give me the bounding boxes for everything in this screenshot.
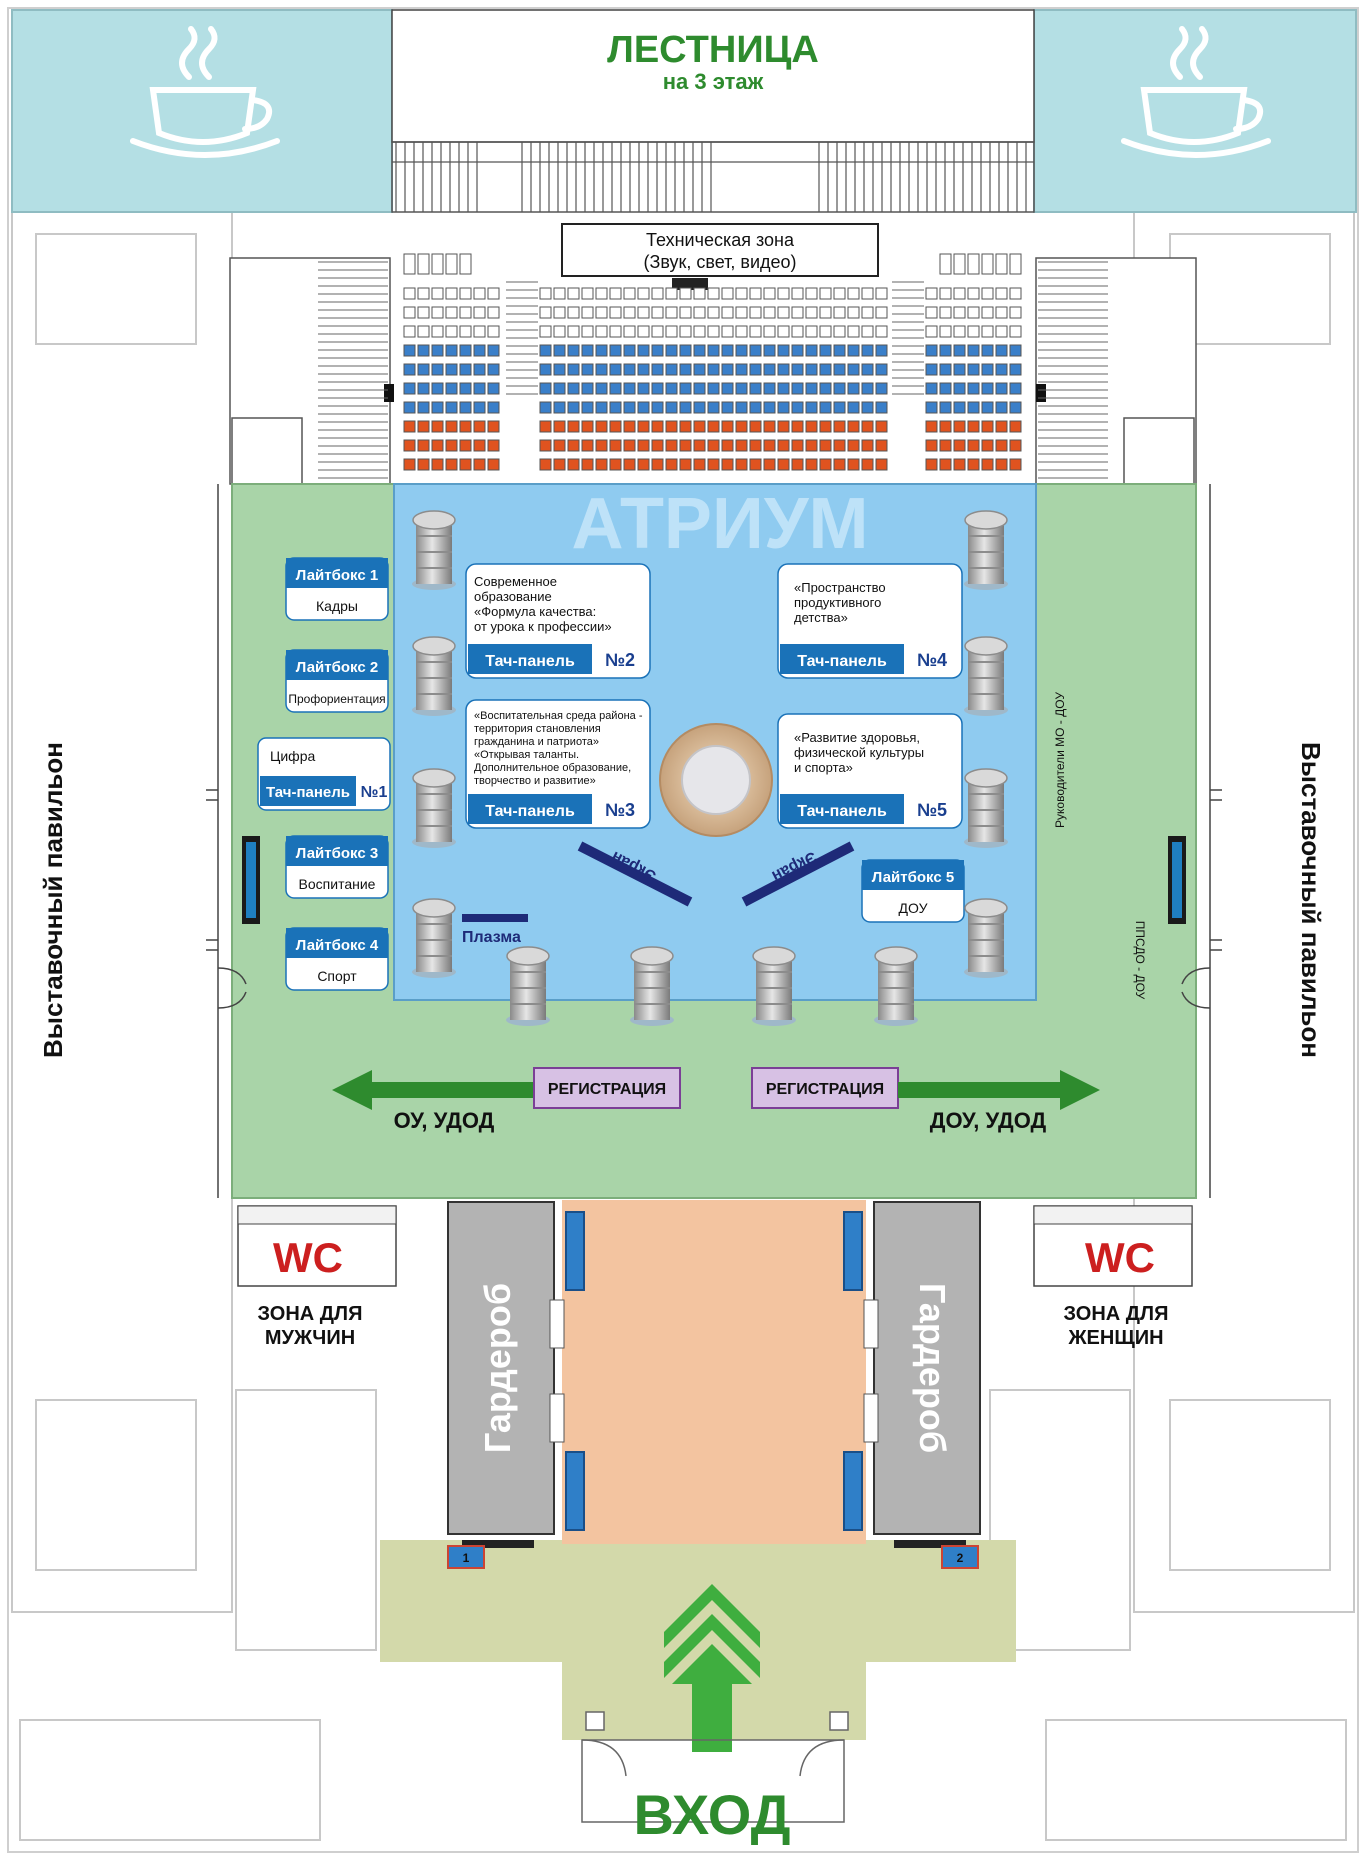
central-podium (659, 723, 773, 837)
coffee-cup-icon (130, 26, 280, 158)
svg-text:Лайтбокс 5: Лайтбокс 5 (872, 869, 954, 886)
svg-text:Лайтбокс 4: Лайтбокс 4 (296, 937, 379, 954)
svg-text:«Пространство: «Пространство (794, 580, 886, 595)
svg-text:Гардероб: Гардероб (477, 1283, 518, 1453)
svg-text:творчество и развитие»: творчество и развитие» (474, 775, 596, 787)
svg-text:ОУ, УДОД: ОУ, УДОД (394, 1108, 495, 1133)
svg-text:Кадры: Кадры (316, 598, 358, 614)
cafe-zone-left (11, 9, 393, 213)
side-note-lower: ППСДО - ДОУ (1133, 921, 1147, 1000)
wardrobe-right: Гардероб (873, 1201, 981, 1548)
wardrobe-left: Гардероб (447, 1201, 555, 1548)
svg-text:Тач-панель: Тач-панель (485, 653, 575, 670)
svg-text:Лайтбокс 2: Лайтбокс 2 (296, 659, 378, 676)
side-stairs (318, 261, 1108, 479)
svg-text:детства»: детства» (794, 610, 848, 625)
svg-text:2: 2 (957, 1551, 964, 1565)
svg-text:WC: WC (273, 1234, 343, 1281)
svg-text:гражданина и патриота»: гражданина и патриота» (474, 736, 599, 748)
svg-text:«Формула качества:: «Формула качества: (474, 604, 596, 619)
svg-text:Лайтбокс 3: Лайтбокс 3 (296, 845, 378, 862)
svg-text:№1: №1 (361, 784, 388, 801)
svg-text:Тач-панель: Тач-панель (797, 653, 887, 670)
svg-text:ЖЕНЩИН: ЖЕНЩИН (1067, 1327, 1163, 1349)
svg-text:Тач-панель: Тач-панель (485, 803, 575, 820)
touch-panel-3: «Воспитательная среда района - территори… (465, 699, 651, 829)
svg-text:«Воспитательная среда района -: «Воспитательная среда района - (474, 710, 643, 722)
svg-text:образование: образование (474, 589, 552, 604)
lobby-benches (549, 1211, 879, 1531)
svg-text:ЗОНА ДЛЯ: ЗОНА ДЛЯ (1064, 1303, 1169, 1325)
tech-zone-line2: (Звук, свет, видео) (643, 252, 796, 272)
lightbox-2: Лайтбокс 2 Профориентация (285, 649, 389, 713)
up-chevron-arrow-icon (664, 1584, 760, 1752)
staircase-subtitle: на 3 этаж (663, 69, 764, 94)
svg-text:МУЖЧИН: МУЖЧИН (265, 1327, 355, 1349)
touch-panel-2: Современное образование «Формула качеств… (465, 563, 651, 679)
side-note-upper: Руководители МО - ДОУ (1053, 692, 1067, 828)
svg-text:РЕГИСТРАЦИЯ: РЕГИСТРАЦИЯ (766, 1081, 884, 1098)
lightbox-1: Лайтбокс 1 Кадры (285, 557, 389, 621)
turnstile-2: 2 (941, 1545, 979, 1569)
svg-text:№2: №2 (605, 650, 635, 670)
svg-text:Тач-панель: Тач-панель (797, 803, 887, 820)
svg-text:«Открывая таланты.: «Открывая таланты. (474, 749, 579, 761)
svg-text:Лайтбокс 1: Лайтбокс 1 (296, 567, 378, 584)
svg-text:Современное: Современное (474, 574, 557, 589)
svg-text:Тач-панель: Тач-панель (266, 784, 350, 801)
lobby-zone (562, 1200, 866, 1544)
tech-zone-box (561, 223, 879, 277)
svg-text:Воспитание: Воспитание (299, 876, 376, 892)
svg-text:ДОУ, УДОД: ДОУ, УДОД (930, 1108, 1047, 1133)
svg-text:Профориентация: Профориентация (288, 692, 385, 706)
side-doors (206, 484, 1222, 1198)
svg-text:территория становления: территория становления (474, 723, 601, 735)
plasma-panel: Плазма (462, 914, 528, 946)
svg-text:Плазма: Плазма (462, 929, 521, 946)
wc-right: WC ЗОНА ДЛЯ ЖЕНЩИН (1033, 1205, 1193, 1349)
lightbox-5: Лайтбокс 5 ДОУ (861, 859, 965, 923)
lightbox-3: Лайтбокс 3 Воспитание (285, 835, 389, 899)
atrium-label: АТРИУМ (572, 484, 869, 564)
wc-left: WC ЗОНА ДЛЯ МУЖЧИН (237, 1205, 397, 1349)
svg-text:№4: №4 (917, 650, 947, 670)
svg-text:продуктивного: продуктивного (794, 595, 881, 610)
svg-text:физической культуры: физической культуры (794, 745, 924, 760)
lightbox-4: Лайтбокс 4 Спорт (285, 927, 389, 991)
stair-steps (392, 142, 1034, 212)
svg-text:№5: №5 (917, 800, 947, 820)
cafe-zone-right (1033, 9, 1357, 213)
svg-text:Цифра: Цифра (270, 748, 315, 764)
registration-right: РЕГИСТРАЦИЯ ДОУ, УДОД (751, 1067, 1100, 1133)
touch-panel-1: Цифра Тач-панель №1 (257, 737, 391, 811)
svg-text:Спорт: Спорт (317, 968, 357, 984)
pavilion-label-right: Выставочный павильон (1296, 742, 1326, 1058)
entrance-label: ВХОД (634, 1783, 791, 1846)
entrance-doors (581, 1711, 849, 1823)
svg-text:Гардероб: Гардероб (912, 1283, 953, 1453)
touch-panel-4: «Пространство продуктивного детства» Тач… (777, 563, 963, 679)
svg-text:«Развитие здоровья,: «Развитие здоровья, (794, 730, 920, 745)
svg-text:№3: №3 (605, 800, 635, 820)
svg-text:ЗОНА ДЛЯ: ЗОНА ДЛЯ (258, 1303, 363, 1325)
pavilion-label-left: Выставочный павильон (38, 742, 68, 1058)
svg-text:от урока к профессии»: от урока к профессии» (474, 619, 612, 634)
coffee-cup-icon (1121, 26, 1271, 158)
svg-text:WC: WC (1085, 1234, 1155, 1281)
svg-text:РЕГИСТРАЦИЯ: РЕГИСТРАЦИЯ (548, 1081, 666, 1098)
svg-text:и спорта»: и спорта» (794, 760, 853, 775)
tech-zone-line1: Техническая зона (646, 230, 795, 250)
svg-text:1: 1 (463, 1551, 470, 1565)
registration-left: РЕГИСТРАЦИЯ ОУ, УДОД (332, 1067, 681, 1133)
turnstile-1: 1 (447, 1545, 485, 1569)
staircase-title: ЛЕСТНИЦА (607, 29, 819, 71)
seating-block (403, 253, 1022, 471)
touch-panel-5: «Развитие здоровья, физической культуры … (777, 713, 963, 829)
svg-text:Дополнительное образование,: Дополнительное образование, (474, 762, 631, 774)
svg-text:ДОУ: ДОУ (899, 900, 928, 916)
